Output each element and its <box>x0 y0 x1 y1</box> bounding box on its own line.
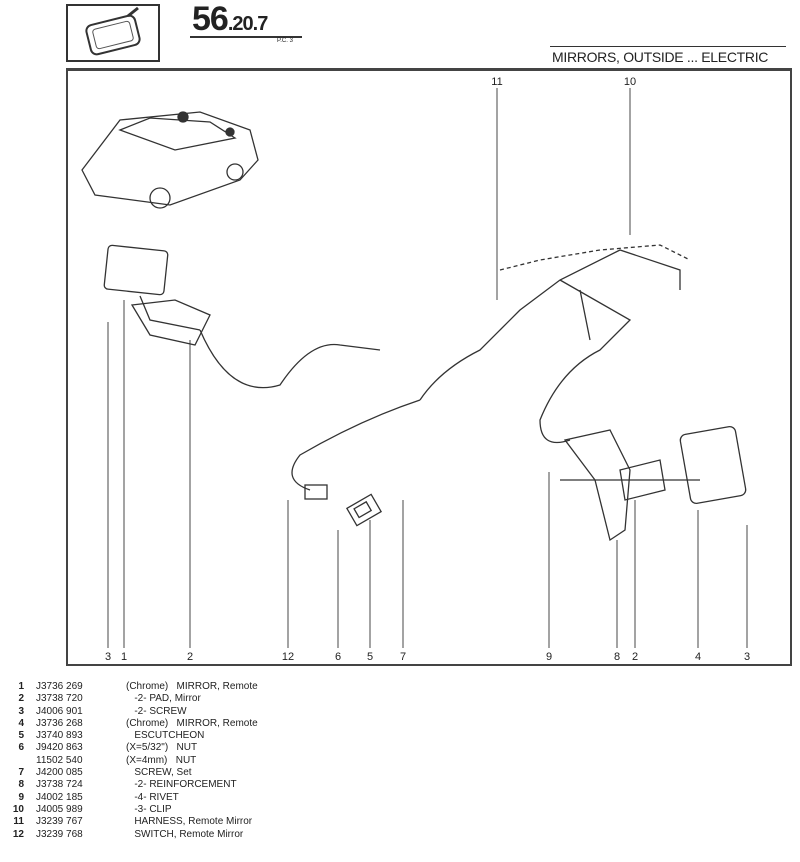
section-number: 56.20.7 <box>192 0 268 39</box>
part-ref: 2 <box>18 693 24 705</box>
part-ref: 5 <box>18 730 24 742</box>
callout: 11 <box>491 76 503 88</box>
part-number: J9420 863 <box>36 742 83 754</box>
callout: 2 <box>186 651 194 663</box>
callout: 3 <box>743 651 751 663</box>
diagram-frame <box>66 68 792 666</box>
callout: 10 <box>623 76 637 88</box>
part-number: J3736 269 <box>36 681 83 692</box>
part-number: J4200 085 <box>36 767 83 779</box>
parts-row: 4 J3736 268 (Chrome) MIRROR, Remote <box>10 717 258 730</box>
part-ref: 6 <box>18 742 24 754</box>
parts-row: 11 J3239 767 HARNESS, Remote Mirror <box>10 816 258 828</box>
parts-row: 7 J4200 085 SCREW, Set <box>10 767 258 779</box>
parts-row: 3 J4006 901 -2- SCREW <box>10 706 258 718</box>
part-number: J3239 767 <box>36 816 83 828</box>
part-description: ESCUTCHEON <box>126 730 205 742</box>
section-main: 56 <box>192 0 229 38</box>
parts-row: 11502 540 (X=4mm) NUT <box>10 755 258 767</box>
callout: 2 <box>631 651 639 663</box>
part-number: J3736 268 <box>36 717 83 729</box>
part-description: HARNESS, Remote Mirror <box>126 816 253 828</box>
part-description: -2- PAD, Mirror <box>126 693 201 705</box>
part-ref: 9 <box>18 791 24 803</box>
callout: 12 <box>281 651 295 663</box>
part-description: (Chrome) MIRROR, Remote <box>126 717 258 729</box>
part-ref: 11 <box>13 816 24 828</box>
parts-row: 5 J3740 893 ESCUTCHEON <box>10 730 258 742</box>
parts-row: 9 J4002 185 -4- RIVET <box>10 792 258 804</box>
part-ref: 8 <box>18 779 24 791</box>
car-illustration <box>81 111 259 209</box>
harness <box>199 249 681 491</box>
parts-row: 12 J3239 768 SWITCH, Remote Mirror <box>10 829 258 841</box>
part-number: J3738 724 <box>36 779 83 791</box>
title-rule <box>550 46 786 47</box>
part-description: -4- RIVET <box>126 791 179 803</box>
callout: 4 <box>694 651 702 663</box>
parts-row: 6 J9420 863 (X=5/32") NUT <box>10 742 258 754</box>
page-code: P.C. 3 <box>277 38 293 44</box>
callout: 5 <box>366 651 374 663</box>
part-description: -2- REINFORCEMENT <box>126 779 237 791</box>
part-number: J3740 893 <box>36 730 83 742</box>
callout: 9 <box>545 651 553 663</box>
part-description: (X=4mm) NUT <box>126 754 197 766</box>
part-ref: 7 <box>18 767 24 779</box>
switch <box>304 484 383 527</box>
page-title: MIRRORS, OUTSIDE ... ELECTRIC <box>552 49 769 65</box>
part-description: -3- CLIP <box>126 803 172 815</box>
part-ref <box>10 755 24 767</box>
callout: 7 <box>399 651 407 663</box>
part-number: J3239 768 <box>36 828 83 840</box>
parts-row: 1 J3736 269 (Chrome) MIRROR, Remote <box>10 681 258 693</box>
part-number: J3738 720 <box>36 693 83 705</box>
callout: 6 <box>334 651 342 663</box>
part-ref: 10 <box>12 803 24 815</box>
part-ref: 4 <box>18 717 24 729</box>
parts-row: 8 J3738 724 -2- REINFORCEMENT <box>10 779 258 791</box>
parts-row: 2 J3738 720 -2- PAD, Mirror <box>10 693 258 705</box>
part-number: J4006 901 <box>36 705 83 717</box>
mirror-icon <box>66 4 160 62</box>
right-mirror <box>560 425 747 542</box>
parts-row: 10 J4005 989 -3- CLIP <box>10 804 258 816</box>
left-mirror <box>103 244 211 346</box>
callout: 1 <box>120 651 128 663</box>
part-description: (X=5/32") NUT <box>126 742 198 754</box>
part-number: J4005 989 <box>36 803 83 815</box>
part-description: (Chrome) MIRROR, Remote <box>126 681 258 692</box>
part-description: -2- SCREW <box>126 705 187 717</box>
part-ref: 1 <box>18 681 24 692</box>
part-ref: 3 <box>18 705 24 717</box>
part-ref: 12 <box>12 828 24 840</box>
callout: 3 <box>104 651 112 663</box>
part-number: J4002 185 <box>36 791 83 803</box>
part-description: SWITCH, Remote Mirror <box>126 828 244 840</box>
callout: 8 <box>613 651 621 663</box>
section-sub: .20.7 <box>227 13 268 35</box>
part-description: SCREW, Set <box>126 767 192 779</box>
section-rule <box>190 36 302 38</box>
part-number: 11502 540 <box>36 754 83 766</box>
